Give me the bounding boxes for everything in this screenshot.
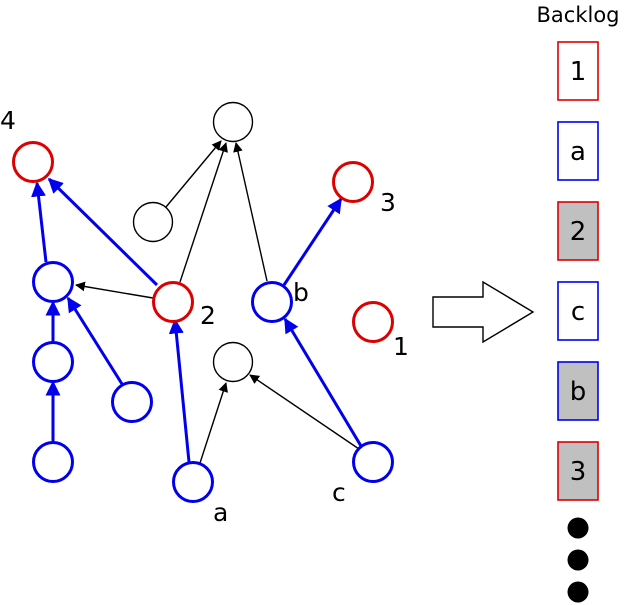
blue-edges	[31, 177, 363, 463]
black-edges	[75, 140, 360, 464]
node-left-cluster	[32, 261, 74, 303]
edge-2-to-top	[179, 142, 228, 283]
edge-a-to-2	[168, 318, 191, 463]
node-1	[352, 301, 394, 343]
label-2: 2	[200, 301, 216, 330]
backlog-item-box	[557, 201, 599, 261]
node-a	[172, 461, 214, 503]
node-labels: 4 3 2 1 b a c	[0, 106, 409, 527]
backlog-title: Backlog	[537, 3, 620, 27]
backlog-items: 1 a 2 c b 3	[557, 41, 599, 501]
label-b: b	[293, 278, 309, 307]
node-c	[352, 441, 394, 483]
backlog-item-label: 2	[570, 217, 587, 247]
label-4: 4	[0, 106, 16, 135]
backlog-item-box	[557, 41, 599, 101]
backlog-item-box	[557, 121, 599, 181]
ellipsis-dot	[567, 549, 589, 571]
edge-2-to-leftcluster	[75, 281, 154, 299]
node-2	[152, 281, 194, 323]
node-lower-mid	[212, 341, 254, 383]
node-left-mid	[132, 201, 174, 243]
edge-rightsmall-to-leftcluster	[66, 296, 124, 385]
edge-b-to-3	[282, 197, 343, 286]
node-b	[251, 281, 293, 323]
edge-a-to-lowermid	[199, 382, 228, 464]
node-4	[12, 141, 54, 183]
edge-c-to-lowermid	[249, 374, 360, 450]
label-c: c	[332, 478, 346, 507]
backlog-item-label: 1	[570, 57, 587, 87]
ellipsis-dot	[567, 581, 589, 603]
edge-b-to-top	[233, 142, 268, 282]
backlog-item-label: c	[571, 297, 585, 327]
flow-arrow	[432, 280, 535, 344]
edge-leftmid-to-top	[165, 140, 222, 208]
node-3	[332, 161, 374, 203]
label-3: 3	[380, 188, 396, 217]
ellipsis-dot	[567, 517, 589, 539]
node-right-small	[111, 381, 153, 423]
edge-2-to-4	[47, 177, 159, 287]
nodes	[12, 101, 394, 503]
backlog-panel: Backlog 1 a 2 c b 3	[537, 3, 620, 603]
backlog-item-label: b	[570, 377, 587, 407]
backlog-item-box	[557, 441, 599, 501]
backlog-item-label: 3	[570, 457, 587, 487]
backlog-item-box	[557, 361, 599, 421]
node-left-mid2	[32, 341, 74, 383]
backlog-item-box	[557, 281, 599, 341]
backlog-item-label: a	[570, 137, 586, 167]
label-a: a	[213, 498, 228, 527]
label-1: 1	[393, 332, 409, 361]
node-top	[212, 101, 254, 143]
node-left-bottom	[32, 441, 74, 483]
edge-leftcluster-to-4	[31, 181, 48, 263]
edge-c-to-b	[283, 317, 363, 447]
